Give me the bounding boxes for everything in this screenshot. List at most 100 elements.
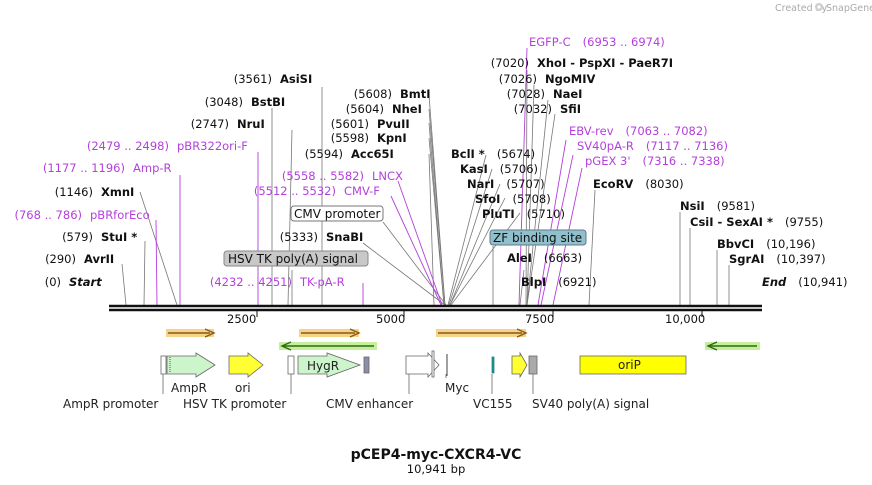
site-name: BbvCI: [717, 237, 754, 251]
feature-ampr-promoter: AmpR promoter: [63, 397, 158, 411]
site-position: (5706): [500, 162, 538, 176]
site-name: EcoRV: [593, 177, 633, 191]
primer-position: (7316 .. 7338): [643, 154, 725, 168]
site-name: PvuII: [377, 117, 410, 131]
site-position: (6921): [558, 275, 596, 289]
primer-lines: [155, 47, 583, 306]
site-name: AvrII: [84, 252, 114, 266]
boxed-cmv-promoter: CMV promoter: [294, 207, 381, 221]
feature-cmv-enhancer: CMV enhancer: [326, 397, 413, 411]
tick-label: 7500: [525, 312, 554, 326]
site-name: StuI *: [101, 230, 137, 244]
site-position: (10,941): [798, 275, 847, 289]
site-name: Start: [69, 275, 102, 289]
site-name: NruI: [237, 117, 265, 131]
site-name: SnaBI: [326, 230, 363, 244]
primer-name: Amp-R: [133, 161, 172, 175]
site-name: NarI: [467, 177, 494, 191]
site-name: NaeI: [553, 87, 582, 101]
credit-brand: SnapGene: [826, 3, 872, 14]
site-position: (5601): [331, 117, 369, 131]
site-name: End: [762, 275, 787, 289]
feature-leaders: [162, 374, 534, 394]
feature-ampr: AmpR: [171, 381, 207, 395]
orf-arrows: [166, 328, 760, 351]
site-name: BclI *: [451, 147, 485, 161]
primer-position: (5558 .. 5582): [282, 169, 364, 183]
primer-name: TK-pA-R: [299, 275, 345, 289]
site-name: XhoI - PspXI - PaeR7I: [537, 56, 673, 70]
site-position: (5333): [280, 230, 318, 244]
feature-vc155: VC155: [473, 397, 513, 411]
backbone: [109, 304, 762, 312]
primer-position: (7117 .. 7136): [646, 139, 728, 153]
site-name: SfiI: [560, 102, 581, 116]
primer-position: (1177 .. 1196): [43, 161, 125, 175]
site-position: (1146): [55, 185, 93, 199]
site-name: XmnI: [101, 185, 134, 199]
site-position: (7032): [514, 102, 552, 116]
snapgene-logo-icon: [815, 3, 823, 11]
site-position: (10,397): [776, 252, 825, 266]
site-position: (2747): [191, 117, 229, 131]
primer-name: pGEX 3': [585, 154, 631, 168]
site-position: (7020): [491, 56, 529, 70]
site-position: (5710): [527, 207, 565, 221]
site-position: (9755): [785, 215, 823, 229]
site-name: BlpI: [521, 275, 546, 289]
feature-orip: oriP: [618, 358, 641, 372]
site-position: (5674): [497, 147, 535, 161]
primer-name: CMV-F: [344, 184, 380, 198]
primer-name: SV40pA-R: [577, 139, 634, 153]
feature-myc: Myc: [445, 381, 469, 395]
site-name: AsiSI: [280, 72, 312, 86]
site-name: SgrAI: [729, 252, 764, 266]
boxed-zf-binding-site: ZF binding site: [493, 231, 582, 245]
site-position: (5598): [331, 131, 369, 145]
site-position: (3048): [205, 95, 243, 109]
site-position: (5608): [354, 87, 392, 101]
site-position: (579): [62, 230, 93, 244]
connector-lines: [121, 69, 730, 306]
primer-position: (2479 .. 2498): [87, 139, 169, 153]
site-position: (7026): [499, 72, 537, 86]
primer-position: (7063 .. 7082): [626, 124, 708, 138]
site-name: KpnI: [377, 131, 407, 145]
primer-position: (5512 .. 5532): [254, 184, 336, 198]
plasmid-length: 10,941 bp: [407, 462, 466, 476]
site-name: BstBI: [251, 95, 285, 109]
site-name: SfoI: [475, 192, 500, 206]
site-position: (0): [45, 275, 61, 289]
tick-label: 2500: [227, 312, 256, 326]
site-position: (290): [45, 252, 76, 266]
site-name: NheI: [392, 102, 422, 116]
boxed-label-frame: [223, 250, 369, 267]
boxed-label-frame: [290, 205, 384, 222]
feature-hsv-tk-promoter: HSV TK promoter: [183, 397, 286, 411]
site-name: BmtI: [400, 87, 431, 101]
primer-position: (6953 .. 6974): [583, 35, 665, 49]
site-position: (5604): [346, 102, 384, 116]
primer-name: pBR322ori-F: [177, 139, 248, 153]
site-position: (10,196): [766, 237, 815, 251]
tick-label: 10,000: [665, 312, 705, 326]
primer-position: (4232 .. 4251): [210, 275, 292, 289]
primer-name: EGFP-C: [529, 35, 571, 49]
site-name: PluTI: [482, 207, 515, 221]
site-position: (7028): [507, 87, 545, 101]
site-position: (6663): [544, 251, 582, 265]
primer-name: pBRforEco: [90, 208, 150, 222]
feature-ori: ori: [235, 381, 251, 395]
site-name: KasI: [460, 162, 488, 176]
primer-name: LNCX: [372, 169, 403, 183]
features: [160, 350, 687, 379]
tick-label: 5000: [376, 312, 405, 326]
site-name: CsiI - SexAI *: [690, 215, 773, 229]
boxed-label-frame: [489, 229, 587, 246]
feature-hygr: HygR: [307, 359, 339, 373]
ruler-ticks: [256, 310, 703, 317]
credit-text: Created by: [775, 3, 828, 14]
site-position: (5708): [512, 192, 550, 206]
primer-name: EBV-rev: [569, 124, 614, 138]
